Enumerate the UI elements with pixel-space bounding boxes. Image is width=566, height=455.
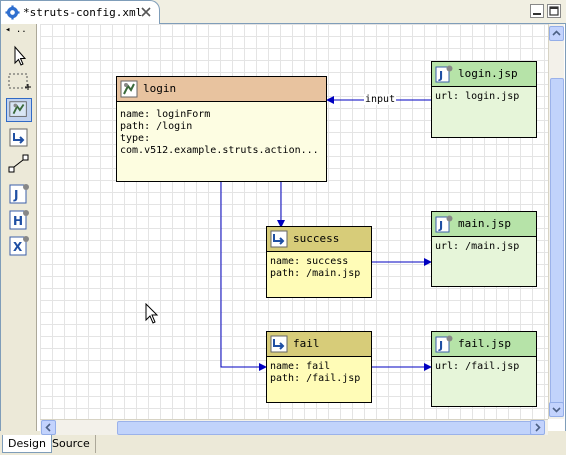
scroll-right-button[interactable] [530,420,545,435]
scroll-left-button[interactable] [41,420,56,435]
horizontal-scrollbar[interactable] [40,419,548,435]
editor-tab-title: *struts-config.xml [23,6,143,19]
tab-source[interactable]: Source [47,435,96,453]
tab-design[interactable]: Design [2,435,52,453]
xml-tool-icon[interactable]: X [6,234,32,258]
jsp-node-login[interactable]: J login.jsp url: login.jsp [431,61,537,138]
jsp-node-fail[interactable]: J fail.jsp url: /fail.jsp [431,331,537,407]
node-title: login [143,82,177,95]
jsp-tool-icon[interactable]: J [6,182,32,206]
property-line: path: /main.jsp [270,268,361,279]
svg-text:J: J [13,188,18,202]
forward-icon [270,230,288,248]
jsp-icon: J [435,335,453,353]
forward-icon [270,335,288,353]
forward-tool-icon[interactable] [6,126,32,150]
chevron-up-icon [552,30,561,36]
marquee-tool-icon[interactable] [6,70,32,94]
action-icon [9,101,27,117]
svg-text:H: H [13,214,23,228]
jsp-node-header: J main.jsp [432,212,536,237]
editor-tab[interactable]: *struts-config.xml [0,0,160,24]
gear-icon [5,5,20,20]
vertical-scrollbar[interactable] [548,24,564,419]
maximize-icon[interactable] [547,4,561,18]
node-title: login.jsp [458,67,518,80]
vertical-scroll-thumb[interactable] [550,78,564,406]
horizontal-scroll-thumb[interactable] [117,421,537,435]
chevron-left-icon [45,423,51,432]
property-line: type: [120,133,151,144]
node-title: success [293,232,340,245]
node-title: main.jsp [458,217,511,230]
property-line: com.v512.example.struts.action... [120,145,319,156]
jsp-node-main[interactable]: J main.jsp url: /main.jsp [431,211,537,287]
edge-login-to-fail[interactable] [220,182,267,371]
action-node-header: login [117,77,326,102]
node-title: fail [293,337,320,350]
jsp-icon: J [435,215,453,233]
chevron-right-icon [535,423,541,432]
palette-header[interactable]: ◂ .. [5,25,27,35]
chevron-down-icon [552,407,561,413]
jsp-icon: J [435,65,453,83]
forward-node-header: fail [267,332,371,357]
forward-node-header: success [267,227,371,252]
mouse-cursor-icon [145,303,159,324]
action-tool[interactable] [6,98,32,122]
bottom-tab-bar: Design Source [0,435,566,455]
minimize-icon[interactable] [530,4,544,18]
svg-text:J: J [438,69,443,82]
node-title: fail.jsp [458,337,511,350]
scroll-down-button[interactable] [549,402,564,417]
svg-text:J: J [438,219,443,232]
select-tool-icon[interactable] [6,44,32,68]
node-url: url: login.jsp [435,91,520,102]
property-line: name: fail [270,361,331,372]
svg-text:J: J [438,339,443,352]
property-line: name: success [270,256,349,267]
editor-tab-bar: *struts-config.xml [0,0,566,24]
property-line: name: loginForm [120,109,211,120]
close-icon[interactable] [140,6,152,18]
edge-label-input: input [364,94,397,105]
scroll-up-button[interactable] [549,26,564,41]
property-line: path: /login [120,121,193,132]
html-tool-icon[interactable]: H [6,208,32,232]
palette: ◂ .. J H X [1,24,37,431]
connection-tool-icon[interactable] [6,152,32,176]
action-icon [120,80,138,98]
node-url: url: /fail.jsp [435,361,520,372]
jsp-node-header: J fail.jsp [432,332,536,357]
property-line: path: /fail.jsp [270,373,361,384]
svg-text:X: X [13,240,23,254]
node-url: url: /main.jsp [435,241,520,252]
jsp-node-header: J login.jsp [432,62,536,87]
